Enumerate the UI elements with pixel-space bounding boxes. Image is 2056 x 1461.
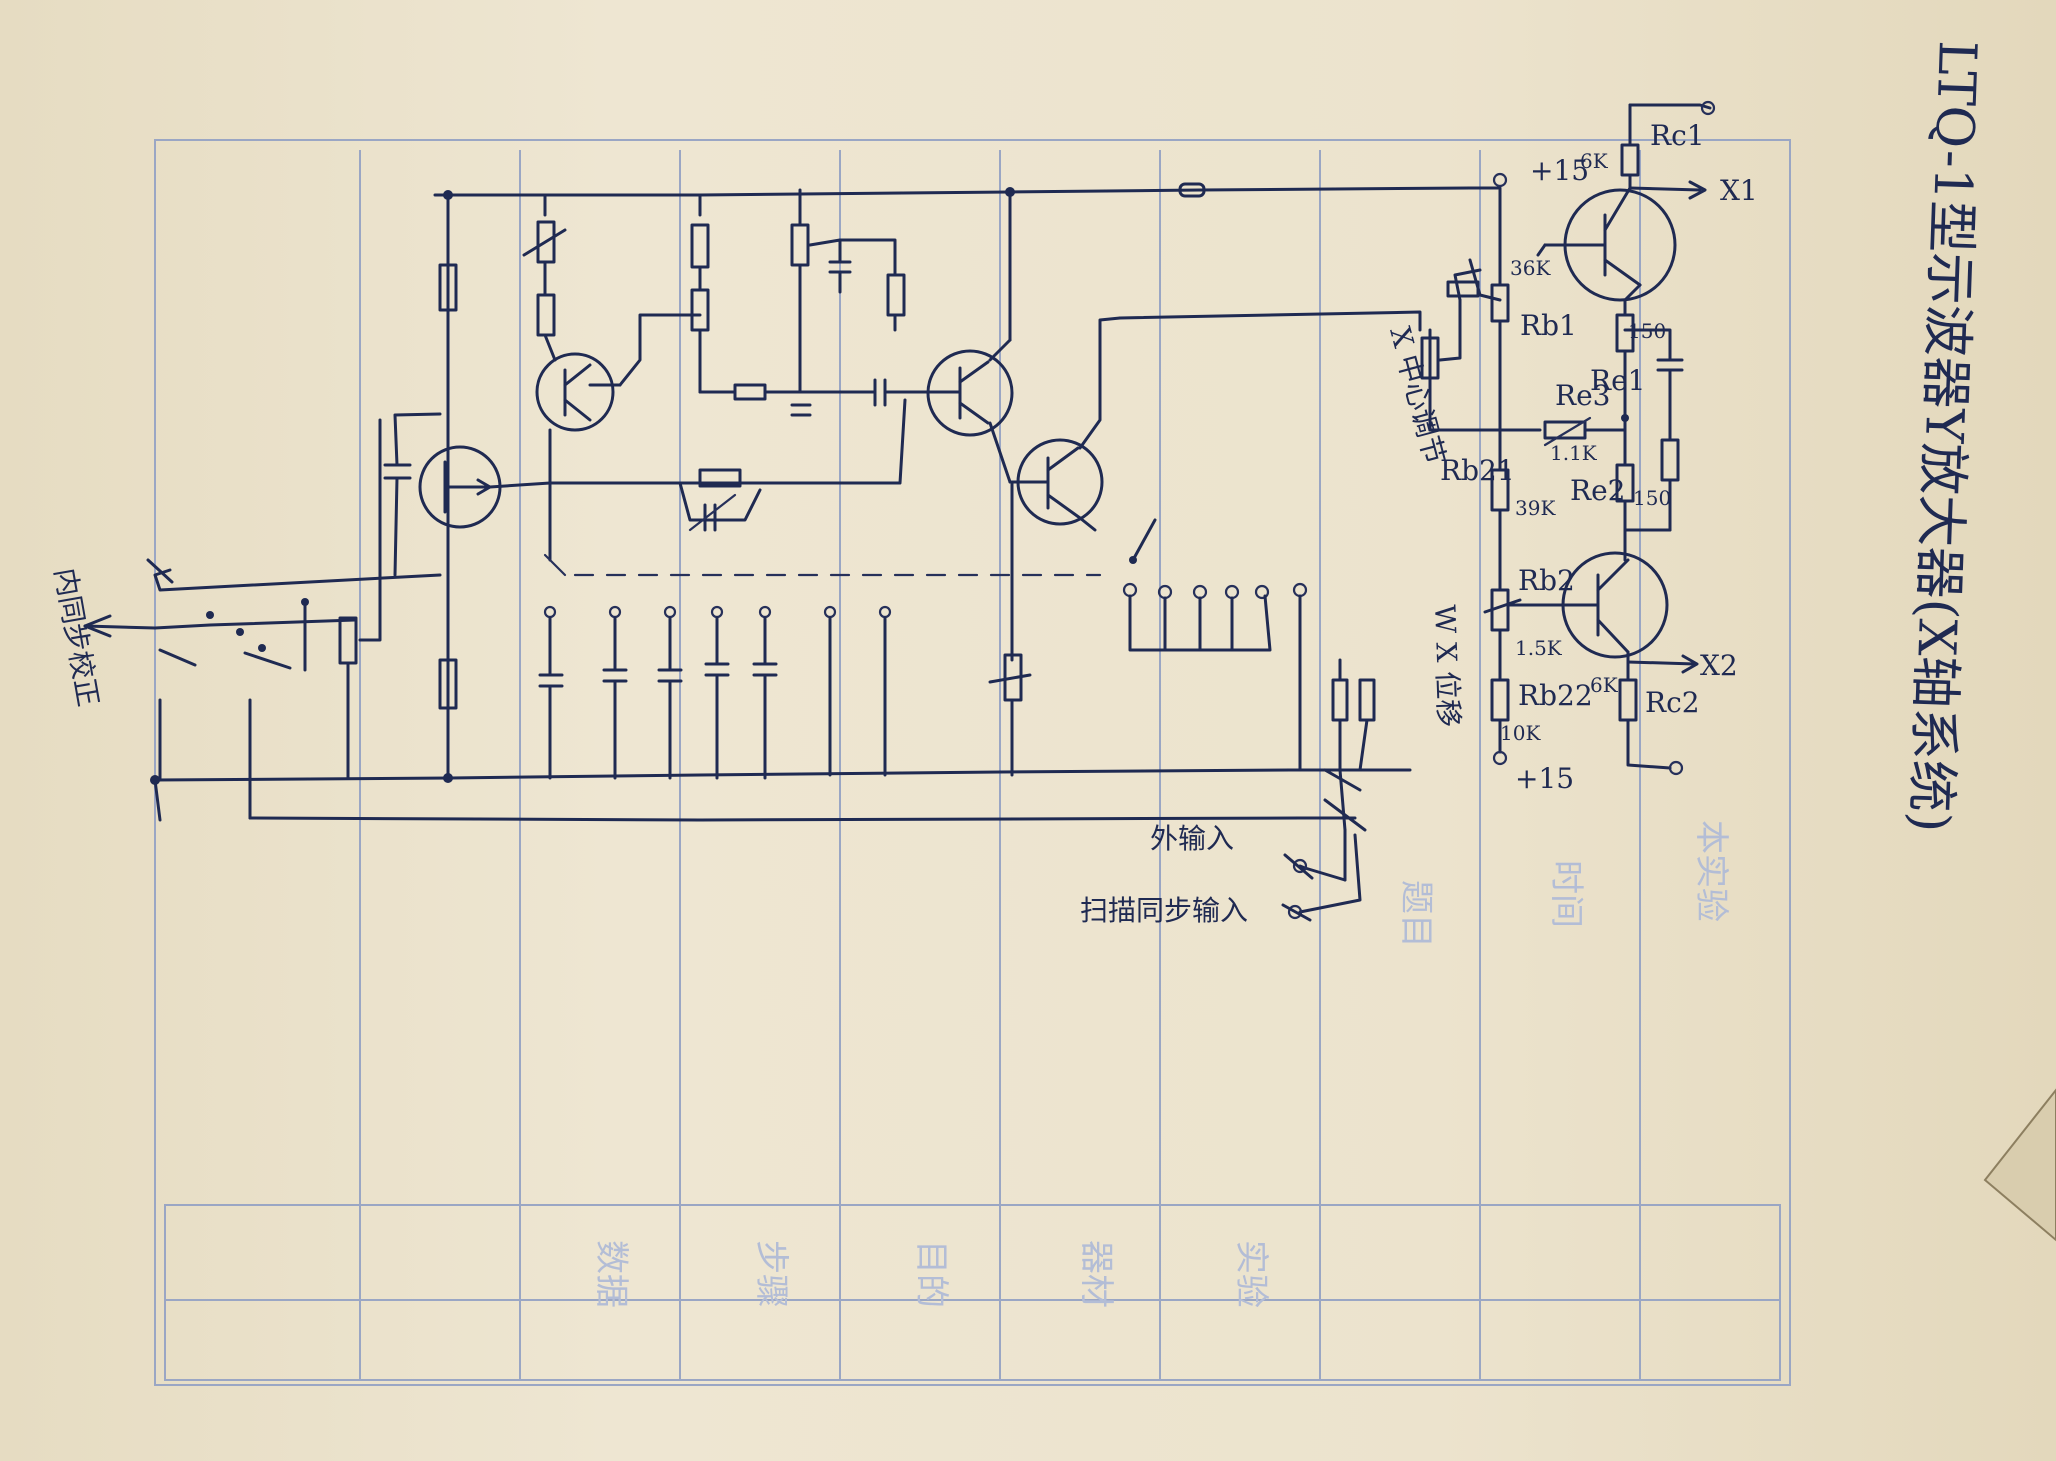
label-rc1: Rc1: [1650, 119, 1705, 152]
r-series-coupling: [733, 383, 767, 401]
input-line: [83, 618, 357, 630]
capacitor-resistor-bypass: [1660, 438, 1680, 482]
label-x1: X1: [1720, 174, 1758, 207]
capacitor-bank: [538, 605, 892, 780]
centering-pot-top: [1446, 280, 1480, 298]
w-position-note: W X 位移: [1428, 604, 1465, 728]
x-centering-note: X 中心调节: [1383, 323, 1451, 468]
ghost-heading-5: 器材: [1076, 1240, 1116, 1308]
r-switch-2: [1358, 678, 1376, 722]
r-bias-1: [690, 223, 710, 269]
label-plus15-bottom: +15: [1515, 762, 1574, 795]
x-centering-pot: [1420, 336, 1440, 380]
r-bias-2: [690, 288, 710, 332]
label-rb21: Rb21: [1440, 454, 1515, 487]
ghost-heading-2: 时间: [1546, 860, 1586, 928]
resistor-rc2: [1618, 678, 1638, 722]
r-feedback: [698, 468, 742, 488]
label-10k: 10K: [1500, 721, 1541, 745]
ghost-heading-8: 数据: [591, 1240, 631, 1308]
label-1-1k: 1.1K: [1550, 441, 1598, 465]
label-6k-top: 6K: [1580, 149, 1609, 173]
ghost-heading-3: 题目: [1396, 880, 1436, 948]
x-output-stage: +15 Rc1 6K X1 150 Re1: [1420, 100, 1758, 795]
r-upper-jfet: [438, 263, 458, 312]
ghost-heading-6: 目的: [911, 1240, 951, 1308]
resistor-rb22: [1490, 678, 1510, 722]
input-attenuator-pot: [338, 616, 358, 665]
label-36k: 36K: [1510, 256, 1551, 280]
r-pot-center: [790, 223, 810, 267]
top-supply-rail: [433, 186, 1472, 197]
label-re1: Re1: [1590, 364, 1645, 397]
label-150-bottom: 150: [1633, 486, 1671, 510]
label-6k-bottom: 6K: [1590, 673, 1619, 697]
label-re2: Re2: [1570, 474, 1625, 507]
left-amplifier-circuit: [83, 182, 1472, 922]
label-re3: Re3: [1555, 379, 1610, 412]
label-rb1: Rb1: [1520, 309, 1577, 342]
label-plus15-top: +15: [1530, 154, 1589, 187]
left-side-note: 内同步校正: [48, 565, 105, 709]
range-switch-contacts: [1122, 518, 1308, 772]
label-rb22: Rb22: [1518, 679, 1593, 712]
external-input-note: 外输入: [1150, 822, 1234, 855]
r-q2-collector: [536, 293, 556, 337]
ghost-heading-4: 实验: [1231, 1240, 1271, 1308]
r-bias-3: [886, 273, 906, 317]
bleed-through-form: 本实验 时间 题目 实验 器材 目的 步骤 数据: [154, 139, 1791, 1386]
resistor-rc1: [1620, 143, 1640, 177]
label-x2: X2: [1700, 649, 1738, 682]
label-rc2: Rc2: [1645, 686, 1700, 719]
input-select-switch: [1281, 658, 1376, 922]
r-lower-jfet: [438, 658, 458, 710]
sweep-sync-input-note: 扫描同步输入: [1080, 894, 1248, 927]
lower-return-rail: [248, 816, 1357, 822]
label-rb2: Rb2: [1518, 564, 1575, 597]
label-1-5k: 1.5K: [1515, 636, 1563, 660]
resistor-rb1: [1490, 283, 1510, 323]
ghost-heading-7: 步骤: [751, 1240, 791, 1308]
folded-corner: [1983, 1088, 2056, 1242]
rail-fuse: [1178, 182, 1206, 198]
ghost-heading-1: 本实验: [1691, 820, 1731, 922]
label-39k: 39K: [1515, 496, 1556, 520]
r-switch-1: [1331, 678, 1349, 722]
transistor-q3: [926, 349, 1014, 437]
bottom-ground-rail: [153, 768, 1412, 782]
transistor-q2: [535, 352, 615, 432]
page-title: LTQ-1型示波器Y放大器(X轴系统): [1899, 40, 1987, 834]
